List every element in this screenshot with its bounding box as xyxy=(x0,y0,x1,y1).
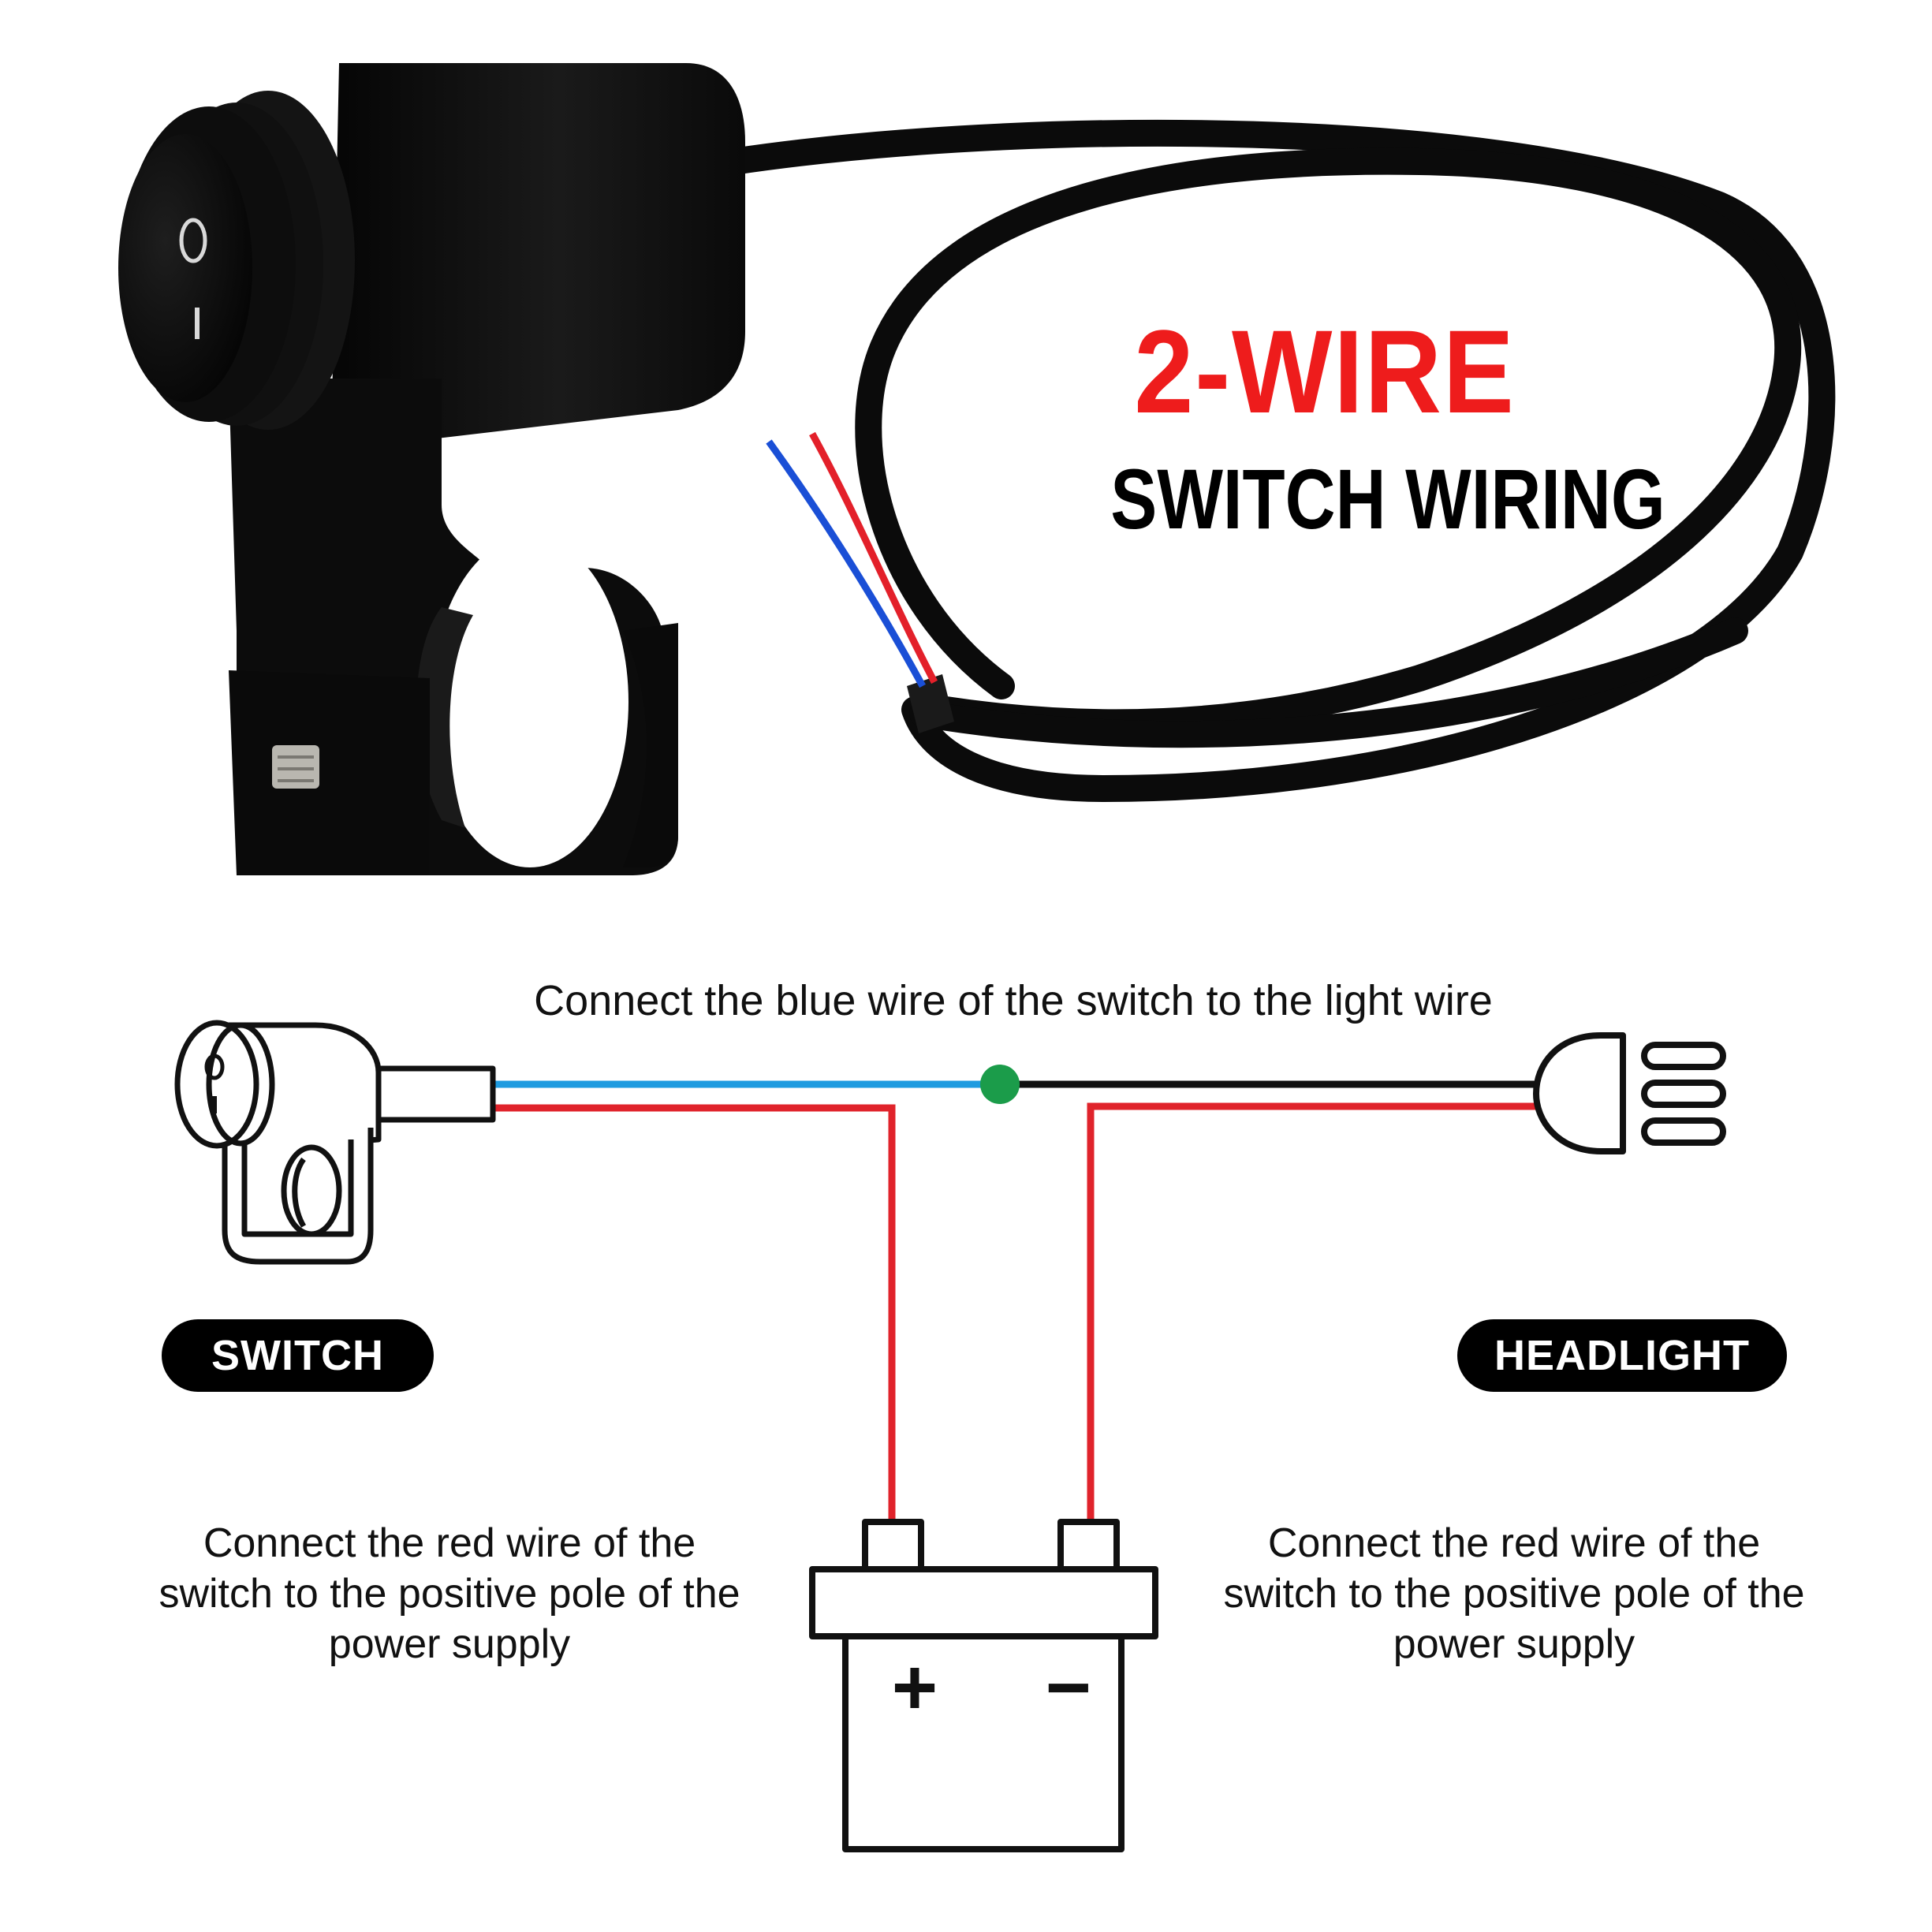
headlight-label: HEADLIGHT xyxy=(1457,1319,1787,1392)
product-illustration xyxy=(118,63,1836,875)
red-wire-instruction-left: Connect the red wire of the switch to th… xyxy=(159,1520,740,1667)
rocker-knob xyxy=(118,134,252,402)
off-symbol xyxy=(179,218,207,263)
wiring-schematic xyxy=(174,1020,1726,1852)
exposed-blue-wire xyxy=(766,439,926,688)
battery-positive-symbol: + xyxy=(891,1643,938,1732)
title-main: 2-WIRE xyxy=(1134,305,1516,438)
switch-icon xyxy=(174,1020,496,1265)
exposed-red-wire xyxy=(809,431,938,684)
battery-icon xyxy=(809,1519,1158,1852)
red-wire-headlight xyxy=(1087,1102,1538,1522)
switch-label: SWITCH xyxy=(162,1319,434,1392)
red-wire-instruction-right: Connect the red wire of the switch to th… xyxy=(1223,1520,1805,1667)
cable-sheath-end xyxy=(907,674,954,733)
title-sub: SWITCH WIRING xyxy=(1110,451,1665,546)
headlight-icon xyxy=(1533,1032,1726,1154)
battery-negative-symbol: − xyxy=(1045,1643,1092,1732)
blue-wire-instruction: Connect the blue wire of the switch to t… xyxy=(534,977,1493,1024)
switch-product xyxy=(118,63,745,875)
cable xyxy=(720,119,1836,803)
junction-point xyxy=(980,1065,1020,1104)
red-wire-positive xyxy=(493,1104,896,1522)
